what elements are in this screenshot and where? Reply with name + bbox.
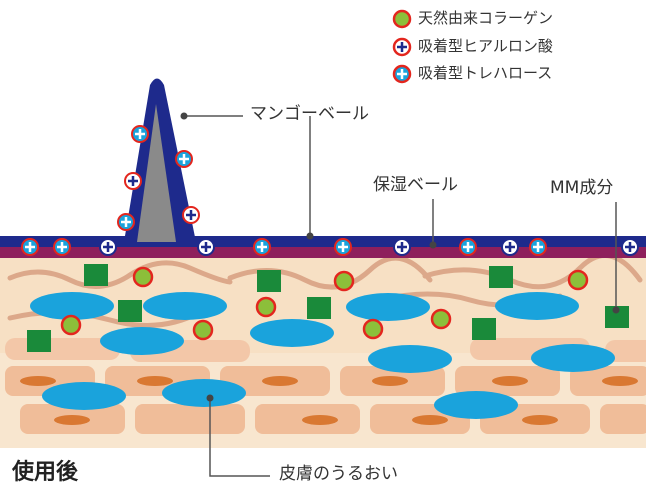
white-plus-circle-icon	[392, 37, 412, 57]
moisture-ovals	[30, 292, 615, 419]
blue-plus-circle-icon	[392, 64, 412, 84]
trehalose-marker	[334, 238, 352, 256]
callout-mm-component: MM成分	[550, 178, 614, 198]
moisture-veil-layer	[0, 246, 646, 258]
hyaluronic-marker	[393, 238, 411, 256]
trehalose-marker	[117, 213, 135, 231]
mm-component-squares	[27, 264, 629, 352]
legend-icons	[392, 9, 412, 84]
hyaluronic-marker	[621, 238, 639, 256]
trehalose-marker	[529, 238, 547, 256]
layer-markers	[21, 238, 639, 256]
callout-lines	[184, 115, 617, 477]
legend-label-trehalose: 吸着型トレハロース	[418, 64, 553, 82]
caption-after-use: 使用後	[12, 460, 79, 485]
callout-dots	[180, 112, 620, 402]
callout-skin-moisture: 皮膚のうるおい	[279, 464, 398, 484]
hyaluronic-marker	[182, 206, 200, 224]
callout-moisture-veil: 保湿ベール	[373, 175, 458, 195]
veil-spike-inner	[137, 104, 176, 242]
green-circle-icon	[392, 9, 412, 29]
collagen-circles	[60, 266, 589, 341]
trehalose-marker	[175, 150, 193, 168]
trehalose-marker	[53, 238, 71, 256]
hyaluronic-marker	[501, 238, 519, 256]
trehalose-marker	[459, 238, 477, 256]
hyaluronic-marker	[124, 172, 142, 190]
mango-veil-layer	[0, 236, 646, 247]
trehalose-marker	[253, 238, 271, 256]
trehalose-marker	[131, 125, 149, 143]
callout-mango-veil: マンゴーベール	[250, 104, 369, 124]
trehalose-marker	[21, 238, 39, 256]
spike-markers	[117, 125, 200, 231]
skin-cells	[5, 338, 646, 434]
hyaluronic-marker	[99, 238, 117, 256]
hyaluronic-marker	[197, 238, 215, 256]
legend-label-collagen: 天然由来コラーゲン	[418, 9, 554, 27]
legend-label-hyaluronic: 吸着型ヒアルロン酸	[418, 37, 553, 55]
